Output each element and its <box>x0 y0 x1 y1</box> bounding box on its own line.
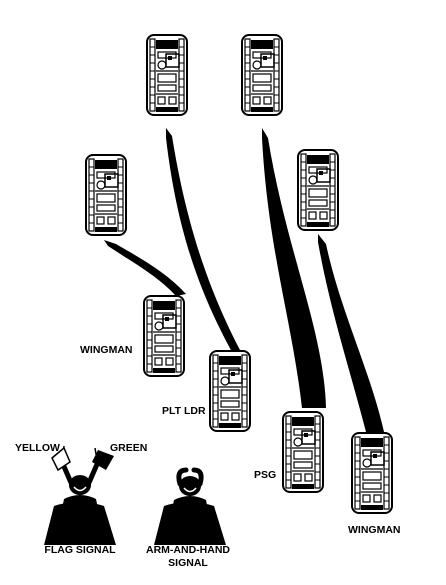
tank-wingman-right <box>351 432 393 514</box>
label-flag-signal: FLAG SIGNAL <box>44 544 116 556</box>
tank-wingman-left <box>143 295 185 377</box>
label-arm-hand-line2: SIGNAL <box>168 557 208 569</box>
label-plt-ldr: PLT LDR <box>162 405 206 417</box>
tank-plt-ldr <box>209 350 251 432</box>
flag-signal-figure <box>44 445 116 545</box>
label-green: GREEN <box>110 442 148 454</box>
route-arrow-plt-ldr <box>166 128 240 352</box>
tank-psg <box>282 411 324 493</box>
tank-wingman-left-start <box>85 154 127 236</box>
tank-wingman-right-start <box>297 149 339 231</box>
arm-hand-signal-figure <box>154 467 226 545</box>
label-yellow: YELLOW <box>15 442 60 454</box>
route-arrow-psg <box>262 128 326 408</box>
label-wingman-right: WINGMAN <box>348 524 401 536</box>
route-arrow-wingman-right <box>318 234 384 432</box>
label-wingman-left: WINGMAN <box>80 344 133 356</box>
tank-psg-start <box>241 34 283 116</box>
route-arrow-wingman-left <box>104 240 186 296</box>
label-psg: PSG <box>254 469 277 481</box>
label-arm-hand-line1: ARM-AND-HAND <box>146 544 230 556</box>
tank-plt-ldr-start <box>146 34 188 116</box>
